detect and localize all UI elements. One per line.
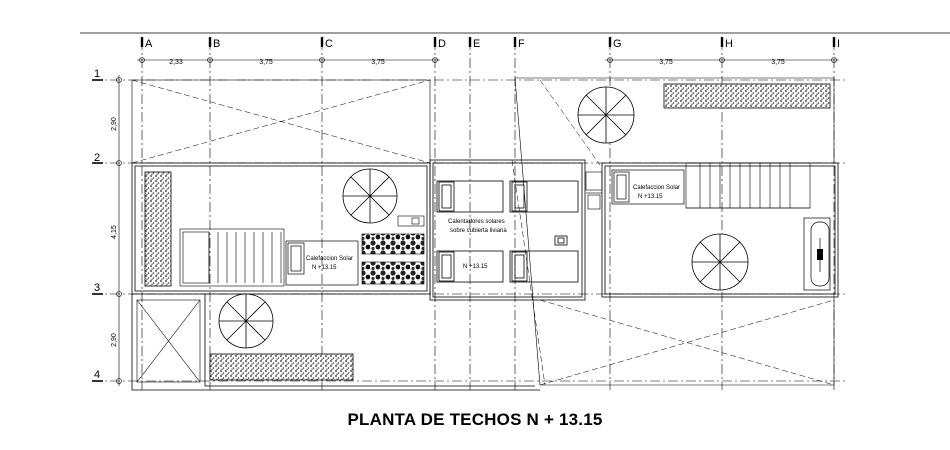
grid-column-label: F <box>518 38 525 50</box>
solar-heater-left <box>285 240 359 286</box>
grid-column-label: H <box>725 38 733 50</box>
solar-heater-left-label: Calefaccion Solar <box>306 256 353 262</box>
umbrella <box>691 233 749 291</box>
grid-column-label: D <box>438 38 446 50</box>
gravel-bed <box>663 83 831 109</box>
grid-column-label: B <box>213 38 220 50</box>
grid-column-label: I <box>837 38 840 50</box>
dimension-label: 2,90 <box>111 333 118 347</box>
level-right-label: N +13.15 <box>638 194 663 200</box>
drawing-title: PLANTA DE TECHOS N + 13.15 <box>347 410 603 429</box>
solar-heaters-label-2: sobre cubierta liviana <box>450 228 507 234</box>
level-center-label: N +13.15 <box>463 264 488 270</box>
shrub-planter <box>361 261 425 285</box>
dimension-label: 3,75 <box>771 59 785 66</box>
level-left-label: N +13.15 <box>312 265 337 271</box>
dimension-label: 4,15 <box>111 225 118 239</box>
solar-heater-right <box>611 169 685 205</box>
dimension-label: 3,75 <box>659 59 673 66</box>
grid-row-label: 2 <box>94 152 100 164</box>
grid-row-label: 3 <box>94 282 100 294</box>
gravel-bed <box>209 353 354 381</box>
grid-column-label: A <box>145 38 153 50</box>
dimension-label: 2,90 <box>111 117 118 131</box>
grid-row-label: 1 <box>94 68 100 80</box>
solar-heaters-label: Calentadores solares <box>448 219 505 225</box>
grid-column-label: E <box>473 38 480 50</box>
umbrella <box>577 86 635 144</box>
dimension-label: 3,75 <box>259 59 273 66</box>
grid-row-label: 4 <box>94 369 100 381</box>
solar-heater-right-label: Calefaccion Solar <box>633 185 680 191</box>
dimension-label: 3,75 <box>371 59 385 66</box>
grid-column-label: G <box>613 38 622 50</box>
grid-column-label: C <box>325 38 333 50</box>
shrub-planter <box>361 233 425 255</box>
umbrella <box>342 168 398 224</box>
staircase-right <box>685 162 811 209</box>
dimension-label: 2,33 <box>169 59 183 66</box>
staircase <box>179 228 285 287</box>
center-solar-heaters <box>429 159 586 301</box>
umbrella <box>218 293 274 349</box>
gravel-bed <box>144 171 172 287</box>
